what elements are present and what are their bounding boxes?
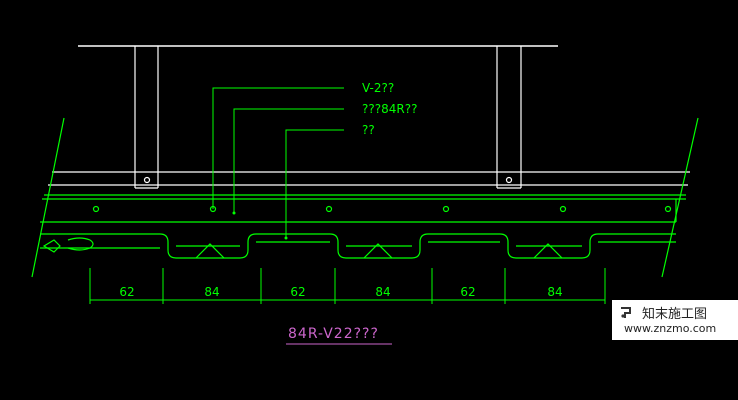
- hanger-right: [496, 46, 522, 189]
- callout-leaders: [212, 87, 344, 238]
- carrier-rails: [48, 171, 690, 186]
- hanger-left: [134, 46, 159, 189]
- znzmo-logo-icon: [621, 307, 631, 318]
- watermark-url: www.znzmo.com: [624, 322, 717, 335]
- watermark-title: 知末施工图: [642, 307, 708, 322]
- dimension-label: 62: [119, 285, 134, 299]
- watermark: 知末施工图 www.znzmo.com: [612, 300, 738, 340]
- callout-label: ??: [362, 123, 375, 137]
- carrier-frame: [40, 194, 686, 223]
- dimension-label: 84: [547, 285, 562, 299]
- leader-dot: [284, 236, 288, 240]
- dimension-label: 84: [204, 285, 219, 299]
- leader-dot: [232, 211, 236, 215]
- section-cut-lines: [31, 117, 699, 278]
- v-panel-profile: [40, 233, 676, 259]
- dimension-label: 84: [375, 285, 390, 299]
- dimension-line: [89, 268, 606, 304]
- dimension-label: 62: [460, 285, 475, 299]
- callout-label: V-2??: [362, 81, 394, 95]
- callout-label: ???84R??: [362, 102, 417, 116]
- drawing-caption: 84R-V22???: [288, 326, 379, 342]
- dimension-label: 62: [290, 285, 305, 299]
